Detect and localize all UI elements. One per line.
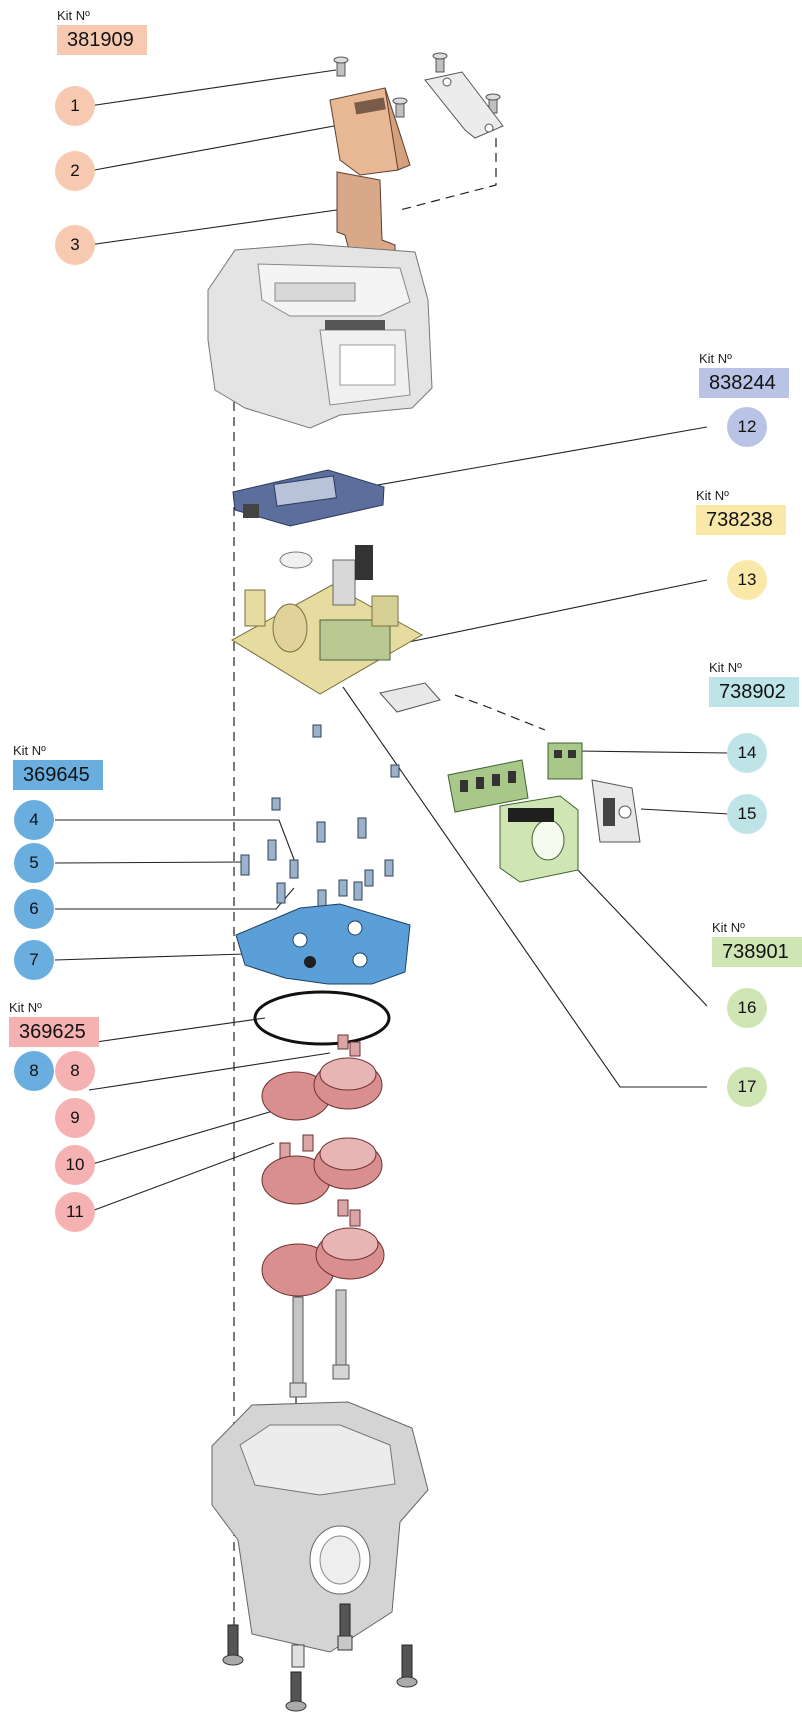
leader-15 [640, 808, 730, 815]
kit-code: 381909 [57, 25, 147, 55]
kit-badge-738238: Kit Nº 738238 [696, 488, 786, 535]
callout-4: 4 [14, 800, 54, 840]
callout-7: 7 [14, 940, 54, 980]
callout-3: 3 [55, 225, 95, 265]
leader-4 [55, 819, 296, 863]
part-16-holder [499, 795, 579, 883]
callout-5: 5 [14, 843, 54, 883]
kit-code: 738902 [709, 677, 799, 707]
leader-11 [88, 1142, 275, 1213]
leader-2 [88, 125, 335, 172]
leader-12 [371, 426, 708, 487]
callout-15: 15 [727, 794, 767, 834]
part-battery [279, 551, 313, 569]
part-o-ring [253, 990, 391, 1046]
top-screws [333, 52, 501, 118]
leader-13 [403, 579, 708, 644]
leader-8 [88, 1017, 266, 1044]
callout-8-red: 8 [55, 1051, 95, 1091]
assembly-line-connector [454, 694, 546, 731]
callout-1: 1 [55, 86, 95, 126]
callout-13: 13 [727, 560, 767, 600]
callout-2: 2 [55, 151, 95, 191]
kit-label: Kit Nº [709, 660, 742, 675]
kit-code: 369625 [9, 1017, 99, 1047]
part-14-terminal [547, 742, 583, 780]
leader-6 [55, 887, 295, 910]
kit-label: Kit Nº [9, 1000, 42, 1015]
leader-7 [54, 953, 246, 961]
callout-11: 11 [55, 1192, 95, 1232]
kit-label: Kit Nº [699, 351, 732, 366]
kit-code: 738901 [712, 937, 802, 967]
part-main-pcb [231, 545, 424, 695]
kit-badge-738901: Kit Nº 738901 [712, 920, 802, 967]
callout-12: 12 [727, 407, 767, 447]
callout-16: 16 [727, 988, 767, 1028]
part-pump-body [211, 1401, 429, 1653]
leader-1 [88, 69, 337, 107]
part-clip [379, 682, 441, 713]
leader-3 [88, 204, 373, 246]
kit-label: Kit Nº [712, 920, 745, 935]
leader-14 [576, 750, 730, 754]
leader-9 [88, 1052, 331, 1091]
part-17-connector [447, 759, 529, 813]
kit-code: 838244 [699, 368, 789, 398]
callout-10: 10 [55, 1145, 95, 1185]
callout-14: 14 [727, 733, 767, 773]
part-top-cover [329, 87, 411, 176]
kit-badge-381909: Kit Nº 381909 [57, 8, 147, 55]
kit-label: Kit Nº [13, 743, 46, 758]
leader-17 [342, 686, 707, 1088]
kit-badge-369645: Kit Nº 369645 [13, 743, 103, 790]
leader-5 [54, 861, 246, 864]
part-diaphragm [235, 903, 411, 985]
callout-17: 17 [727, 1067, 767, 1107]
kit-code: 369645 [13, 760, 103, 790]
diaphragm-screws [240, 724, 400, 911]
kit-label: Kit Nº [696, 488, 729, 503]
kit-badge-838244: Kit Nº 838244 [699, 351, 789, 398]
kit-code: 738238 [696, 505, 786, 535]
part-shafts [289, 1289, 350, 1398]
kit-badge-369625: Kit Nº 369625 [9, 1000, 99, 1047]
leader-16 [575, 867, 708, 1007]
part-gear-pump [261, 1034, 385, 1297]
bottom-screws [222, 1603, 418, 1712]
callout-6: 6 [14, 889, 54, 929]
leader-10 [88, 1110, 274, 1166]
callout-9: 9 [55, 1098, 95, 1138]
part-housing [207, 243, 433, 429]
kit-label: Kit Nº [57, 8, 90, 23]
leader-lines [54, 69, 730, 1213]
kit-badge-738902: Kit Nº 738902 [709, 660, 799, 707]
assembly-line-bracket [399, 138, 497, 211]
part-bracket [424, 71, 504, 139]
part-display-pcb [232, 469, 385, 527]
part-15-holder [591, 779, 641, 843]
callout-8-blue: 8 [14, 1051, 54, 1091]
